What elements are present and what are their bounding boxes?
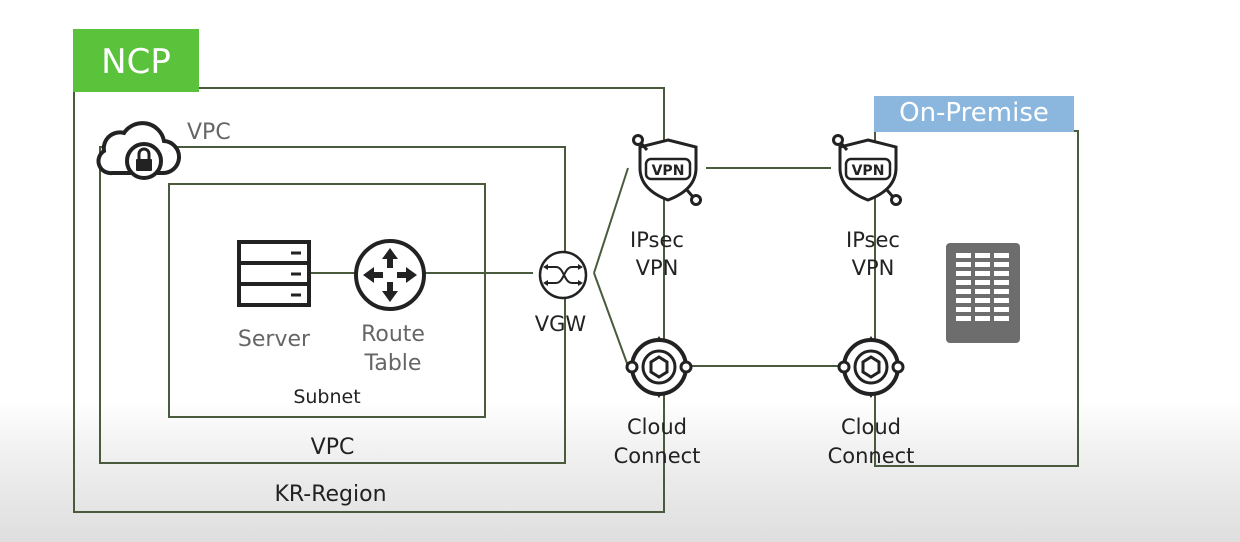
building-window bbox=[975, 271, 990, 276]
building-window bbox=[975, 262, 990, 267]
building-window bbox=[975, 298, 990, 303]
building-window bbox=[994, 271, 1009, 276]
building-window bbox=[975, 280, 990, 285]
building-window bbox=[956, 316, 971, 321]
subnet-label: Subnet bbox=[293, 386, 361, 408]
building-window bbox=[994, 253, 1009, 258]
building-window bbox=[975, 253, 990, 258]
building-window bbox=[956, 253, 971, 258]
cloud-connect-icon bbox=[625, 336, 693, 398]
vgw-label: VGW bbox=[534, 312, 587, 336]
building-icon bbox=[946, 243, 1020, 343]
router-icon bbox=[354, 239, 426, 311]
vpn-shield-icon: VPN bbox=[632, 134, 702, 206]
building-window bbox=[994, 298, 1009, 303]
cloud-connect-label: Cloud Connect bbox=[827, 415, 915, 468]
cloud-connect-label: Cloud Connect bbox=[613, 415, 701, 468]
vpc-cloud-lock-icon bbox=[96, 121, 181, 180]
building-window bbox=[994, 262, 1009, 267]
building-window bbox=[956, 271, 971, 276]
ncp-label: NCP bbox=[101, 42, 171, 82]
building-window bbox=[994, 307, 1009, 312]
building-window bbox=[975, 307, 990, 312]
line-vgw-cloudconnect bbox=[593, 272, 629, 367]
kr-region-label: KR-Region bbox=[274, 482, 387, 507]
building-window bbox=[975, 289, 990, 294]
building-window bbox=[956, 307, 971, 312]
building-window bbox=[956, 289, 971, 294]
on-premise-tag bbox=[874, 96, 1074, 132]
vpc-box bbox=[99, 146, 566, 464]
building-window bbox=[994, 280, 1009, 285]
cloud-connect-icon bbox=[837, 336, 905, 398]
ipsec-vpn-label: IPsec VPN bbox=[630, 228, 684, 280]
subnet-box bbox=[168, 183, 486, 418]
building-window bbox=[956, 298, 971, 303]
ncp-tag bbox=[73, 29, 199, 92]
vpc-icon-label: VPC bbox=[187, 120, 231, 145]
ncp-region-box bbox=[73, 87, 665, 513]
building-window bbox=[994, 289, 1009, 294]
building-window bbox=[994, 316, 1009, 321]
vpn-badge-text: VPN bbox=[852, 163, 885, 179]
server-label: Server bbox=[237, 327, 311, 352]
route-table-label: Route Table bbox=[361, 322, 425, 376]
on-premise-label: On-Premise bbox=[899, 98, 1049, 128]
server-icon bbox=[237, 240, 311, 307]
building-window bbox=[975, 316, 990, 321]
vpn-shield-icon: VPN bbox=[832, 134, 902, 206]
vpc-label: VPC bbox=[310, 435, 355, 460]
ipsec-vpn-label: IPsec VPN bbox=[846, 228, 900, 280]
building-window bbox=[956, 262, 971, 267]
vpn-badge-text: VPN bbox=[652, 163, 685, 179]
line-vgw-vpn bbox=[593, 167, 629, 274]
vgw-icon bbox=[538, 250, 588, 300]
building-window bbox=[956, 280, 971, 285]
